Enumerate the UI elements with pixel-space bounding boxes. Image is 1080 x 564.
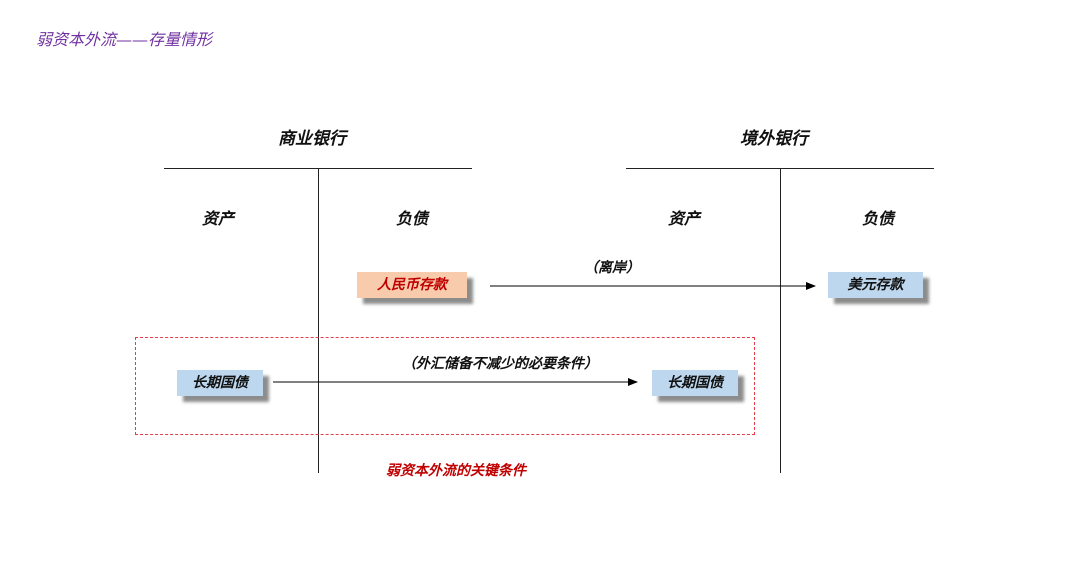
right-t-account-vline [780,168,781,473]
left-t-account-vline [318,168,319,473]
left-liabilities-label: 负债 [395,209,428,228]
right-liabilities-label: 负债 [861,209,894,228]
usd-deposit-box: 美元存款 [828,272,923,298]
left-treasury-box: 长期国债 [177,370,263,396]
rmb-deposit-box: 人民币存款 [357,272,467,298]
right-assets-label: 资产 [667,209,700,228]
offshore-note: （离岸） [584,260,640,276]
left-bank-title: 商业银行 [278,129,346,149]
reserve-condition-note: （外汇储备不减少的必要条件） [402,356,598,372]
key-condition-highlight [135,337,755,435]
right-treasury-box: 长期国债 [652,370,738,396]
right-bank-title: 境外银行 [740,129,808,149]
left-assets-label: 资产 [201,209,234,228]
slide-title: 弱资本外流——存量情形 [36,30,213,49]
key-condition-caption: 弱资本外流的关键条件 [386,463,526,479]
